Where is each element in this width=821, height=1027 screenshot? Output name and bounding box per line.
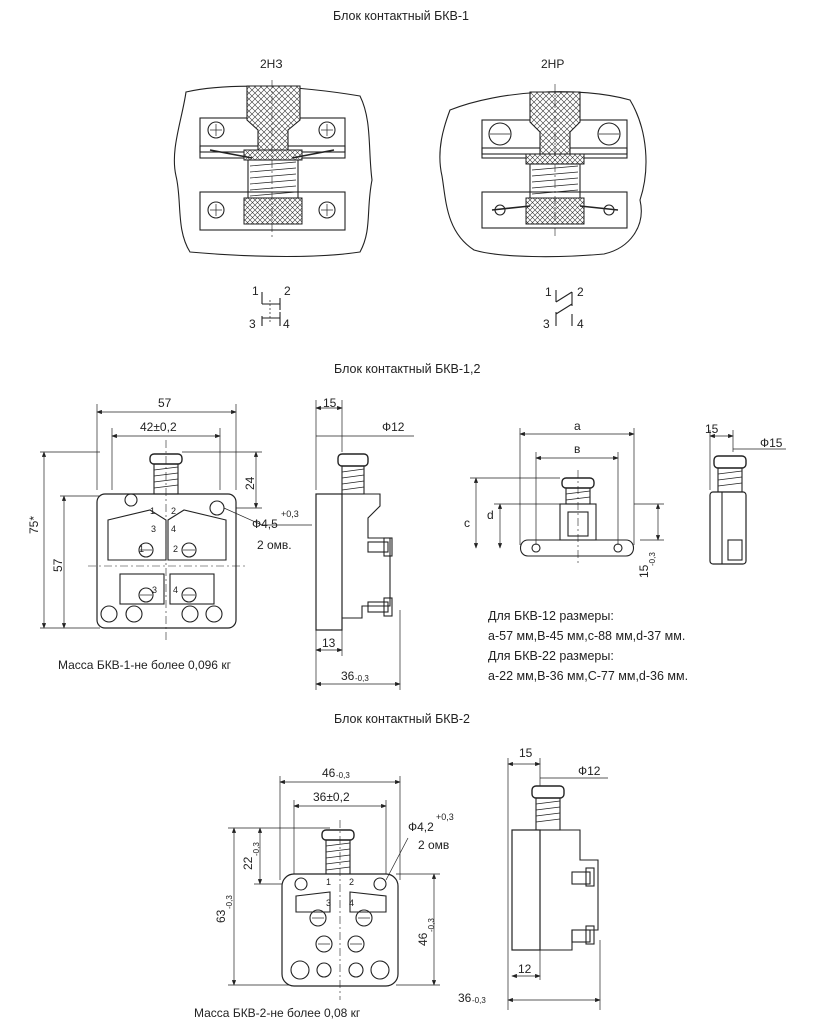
bkv2-dim-width-tol: -0,3	[336, 771, 350, 780]
bkv2-dim-height-tol: -0,3	[427, 918, 436, 932]
dimension-notes: Для БКВ-12 размеры: а-57 мм,В-45 мм,с-88…	[488, 606, 788, 686]
bkv12-hole-tol: +0,3	[281, 509, 299, 519]
bkv2-dim-height-total: 63	[214, 909, 228, 923]
bkv12-22-dim-c: c	[464, 516, 470, 530]
bkv2-dim-height-total-tol: -0,3	[225, 895, 234, 909]
bkv12-dim-width: 57	[158, 396, 172, 410]
bkv2-hole-dia: Ф4,2	[408, 820, 434, 834]
bkv12-22-dim-d: d	[487, 508, 494, 522]
bkv2-terminal-1: 1	[326, 877, 332, 887]
schematic-2nz-label-1: 1	[252, 284, 259, 298]
bkv2-dim-top-tol: -0,3	[252, 842, 261, 856]
schematic-2nz-label-2: 2	[284, 284, 291, 298]
bkv1-2nr-section	[439, 84, 647, 258]
bkv2-title: Блок контактный БКВ-2	[334, 712, 471, 726]
bkv12-dim-top: 24	[243, 476, 257, 490]
bkv12-22-side-dia: Ф15	[760, 436, 783, 450]
bkv2-side-depth: 36	[458, 991, 472, 1005]
bkv2-dim-holes: 36±0,2	[313, 790, 350, 804]
bkv1-title: Блок контактный БКВ-1	[333, 9, 470, 23]
bkv12-22-dim-b: в	[574, 442, 581, 456]
bkv2-mass: Масса БКВ-2-не более 0,08 кг	[194, 1006, 361, 1020]
note-line: а-22 мм,В-36 мм,С-77 мм,d-36 мм.	[488, 669, 689, 683]
schematic-2nr-label-3: 3	[543, 317, 550, 331]
bkv12-22-front-view	[470, 428, 664, 565]
bkv2-hole-tol: +0,3	[436, 812, 454, 822]
bkv2-dim-height: 46	[416, 932, 430, 946]
bkv12-dim-height-total: 75*	[27, 515, 41, 534]
bkv12-22-dim-15-tol: -0,3	[648, 552, 657, 566]
bkv12-terminal-4b: 4	[173, 585, 179, 595]
bkv2-side-depth-tol: -0,3	[472, 996, 486, 1005]
bkv12-title: Блок контактный БКВ-1,2	[334, 362, 481, 376]
bkv12-terminal-3: 3	[151, 524, 157, 534]
bkv12-terminal-3b: 3	[152, 585, 158, 595]
note-line: а-57 мм,В-45 мм,с-88 мм,d-37 мм.	[488, 629, 686, 643]
bkv1-2nz-section	[173, 80, 373, 258]
bkv2-side-dia: Ф12	[578, 764, 601, 778]
bkv12-terminal-4: 4	[171, 524, 177, 534]
bkv2-terminal-3: 3	[326, 898, 332, 908]
schematic-2nr	[555, 290, 573, 326]
bkv2-side-bottom: 12	[518, 962, 532, 976]
bkv12-mass: Масса БКВ-1-не более 0,096 кг	[58, 658, 231, 672]
bkv2-terminal-4: 4	[349, 898, 355, 908]
bkv12-terminal-2: 2	[171, 506, 177, 516]
schematic-2nr-label-1: 1	[545, 285, 552, 299]
schematic-2nz-label-4: 4	[283, 317, 290, 331]
bkv12-dim-holes: 42±0,2	[140, 420, 177, 434]
bkv2-side-view	[507, 758, 608, 1010]
bkv12-22-dim-a: a	[574, 419, 581, 433]
bkv12-side-depth: 36	[341, 669, 355, 683]
bkv12-front-view	[40, 404, 312, 640]
schematic-2nz-label-3: 3	[249, 317, 256, 331]
bkv2-dim-width: 46	[322, 766, 336, 780]
bkv12-terminal-1: 1	[150, 506, 156, 516]
schematic-2nr-label-4: 4	[577, 317, 584, 331]
bkv2-hole-note: 2 омв	[418, 838, 450, 852]
bkv12-side-depth-tol: -0,3	[355, 674, 369, 683]
schematic-2nz	[261, 292, 281, 326]
bkv2-terminal-2: 2	[349, 877, 355, 887]
bkv12-22-dim-15: 15	[637, 564, 651, 578]
schematic-2nr-label-2: 2	[577, 285, 584, 299]
bkv12-dim-height: 57	[51, 558, 65, 572]
bkv12-side-bottom: 13	[322, 636, 336, 650]
bkv2-dim-top: 22	[241, 856, 255, 870]
bkv12-22-side-top: 15	[705, 422, 719, 436]
bkv12-side-top: 15	[323, 396, 337, 410]
bkv12-side-dia: Ф12	[382, 420, 405, 434]
bkv1-variant-2nz: 2НЗ	[260, 57, 283, 71]
note-line: Для БКВ-22 размеры:	[488, 649, 614, 663]
bkv12-side-view	[315, 400, 414, 690]
bkv1-variant-2nr: 2НР	[541, 57, 565, 71]
bkv12-terminal-2b: 2	[173, 544, 179, 554]
bkv2-front-view	[228, 776, 440, 1000]
bkv12-22-side-view	[709, 430, 786, 565]
bkv12-terminal-1b: 1	[139, 544, 145, 554]
bkv12-hole-dia: Ф4,5	[252, 517, 278, 531]
bkv12-hole-note: 2 омв.	[257, 538, 292, 552]
note-line: Для БКВ-12 размеры:	[488, 609, 614, 623]
bkv2-side-top: 15	[519, 746, 533, 760]
